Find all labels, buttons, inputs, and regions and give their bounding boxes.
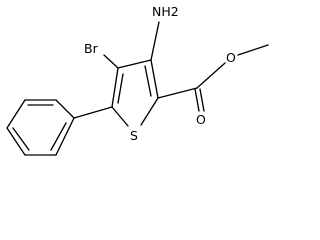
amino-group-label: NH2 xyxy=(152,4,179,19)
bond-c3-c5 xyxy=(111,67,119,108)
phenyl-bond-1 xyxy=(55,117,75,156)
ester-oxygen-label: O xyxy=(226,50,236,65)
bond-carbonyl-double-a xyxy=(194,88,200,112)
bond-c3-c2 xyxy=(117,59,152,69)
phenyl-inner-bond-a xyxy=(50,122,67,151)
carbonyl-oxygen-label: O xyxy=(196,112,206,127)
thiophene-ring xyxy=(111,59,159,127)
chemical-structure-diagram: NH2 Br S O O xyxy=(6,4,269,156)
bond-c5-s xyxy=(111,106,129,127)
bond-c2-nh2 xyxy=(150,21,160,61)
bond-carbonyl-carbon-ester-o xyxy=(196,62,226,89)
bond-c3-br xyxy=(103,54,119,69)
phenyl-ring xyxy=(6,99,75,156)
bond-c5-phenyl xyxy=(73,106,113,119)
bond-s-c1 xyxy=(140,97,159,126)
phenyl-bond-6 xyxy=(55,99,75,119)
bond-c2-c1 xyxy=(150,59,159,99)
bond-carbonyl-double-b xyxy=(199,88,205,112)
bond-c1-carbonyl-carbon xyxy=(157,87,198,99)
bromine-label: Br xyxy=(84,41,99,56)
methyl-ester-group xyxy=(157,44,269,112)
phenyl-inner-bond-b xyxy=(12,127,30,151)
bond-ester-o-methyl xyxy=(237,44,269,56)
bond-c2-c1-double xyxy=(144,65,152,97)
bond-c3-c5-double xyxy=(117,73,124,104)
phenyl-bond-4 xyxy=(6,99,26,129)
sulfur-label: S xyxy=(130,128,138,143)
phenyl-bond-3 xyxy=(6,127,26,156)
